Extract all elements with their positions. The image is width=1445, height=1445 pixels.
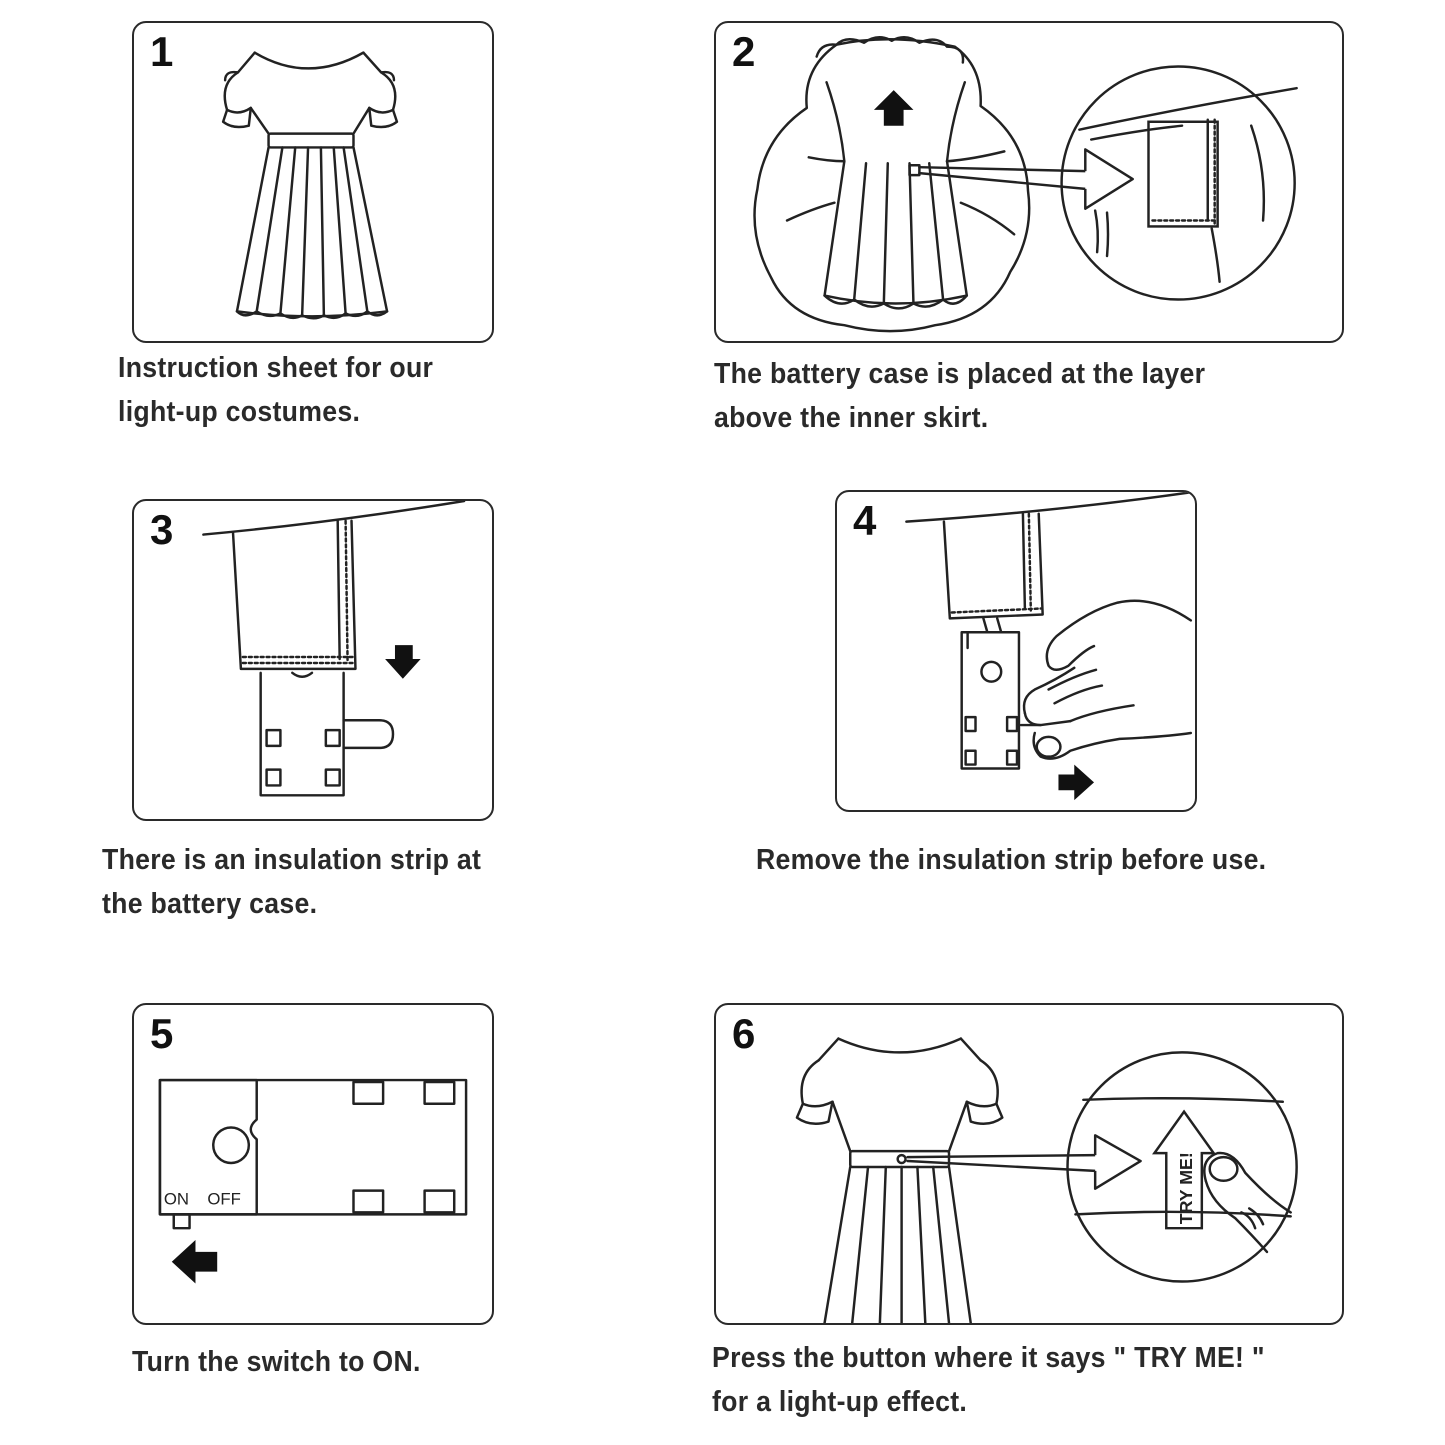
step-6-panel: 6 xyxy=(714,1003,1344,1325)
step-4-number: 4 xyxy=(853,497,877,544)
caption-line: the battery case. xyxy=(102,888,318,920)
step-1-caption: Instruction sheet for our light-up costu… xyxy=(118,346,433,434)
caption-line: There is an insulation strip at xyxy=(102,844,482,876)
step-1-panel: 1 xyxy=(132,21,494,343)
try-me-button-illustration: TRY ME! xyxy=(795,1037,1298,1323)
step-6-caption: Press the button where it says " TRY ME!… xyxy=(712,1336,1265,1424)
left-arrow-icon xyxy=(171,1240,218,1284)
magnifier-circle xyxy=(1060,65,1298,301)
step-2-number: 2 xyxy=(732,28,756,75)
dress-illustration xyxy=(221,51,399,320)
magnifier-circle xyxy=(1066,1051,1298,1283)
remove-strip-illustration xyxy=(905,492,1195,801)
right-arrow-icon xyxy=(1058,764,1095,801)
caption-line: Press the button where it says " TRY ME!… xyxy=(712,1342,1265,1374)
caption-line: Instruction sheet for our xyxy=(118,352,434,384)
step-4-panel: 4 xyxy=(835,490,1197,812)
caption-line: light-up costumes. xyxy=(118,396,361,428)
step-5-number: 5 xyxy=(150,1010,174,1057)
step-5-caption: Turn the switch to ON. xyxy=(132,1340,421,1384)
step-3-caption: There is an insulation strip at the batt… xyxy=(102,838,481,926)
caption-line: above the inner skirt. xyxy=(714,402,989,434)
switch-illustration: ON OFF xyxy=(158,1078,468,1284)
insulation-strip-illustration xyxy=(202,501,466,797)
up-arrow-icon xyxy=(873,90,914,126)
switch-off-label: OFF xyxy=(207,1189,241,1208)
skirt-layers-illustration xyxy=(753,36,1298,333)
step-3-panel: 3 xyxy=(132,499,494,821)
step-4-caption: Remove the insulation strip before use. xyxy=(756,838,1266,882)
down-arrow-icon xyxy=(385,645,421,679)
step-2-caption: The battery case is placed at the layer … xyxy=(714,352,1205,440)
step-1-number: 1 xyxy=(150,28,174,75)
step-3-number: 3 xyxy=(150,506,174,553)
switch-on-label: ON xyxy=(164,1189,189,1208)
step-2-panel: 2 xyxy=(714,21,1344,343)
caption-line: The battery case is placed at the layer xyxy=(714,358,1206,390)
try-me-label: TRY ME! xyxy=(1176,1152,1196,1224)
caption-line: Remove the insulation strip before use. xyxy=(756,844,1267,876)
step-5-panel: 5 ON OFF xyxy=(132,1003,494,1325)
caption-line: Turn the switch to ON. xyxy=(132,1346,421,1378)
caption-line: for a light-up effect. xyxy=(712,1386,968,1418)
step-6-number: 6 xyxy=(732,1010,756,1057)
